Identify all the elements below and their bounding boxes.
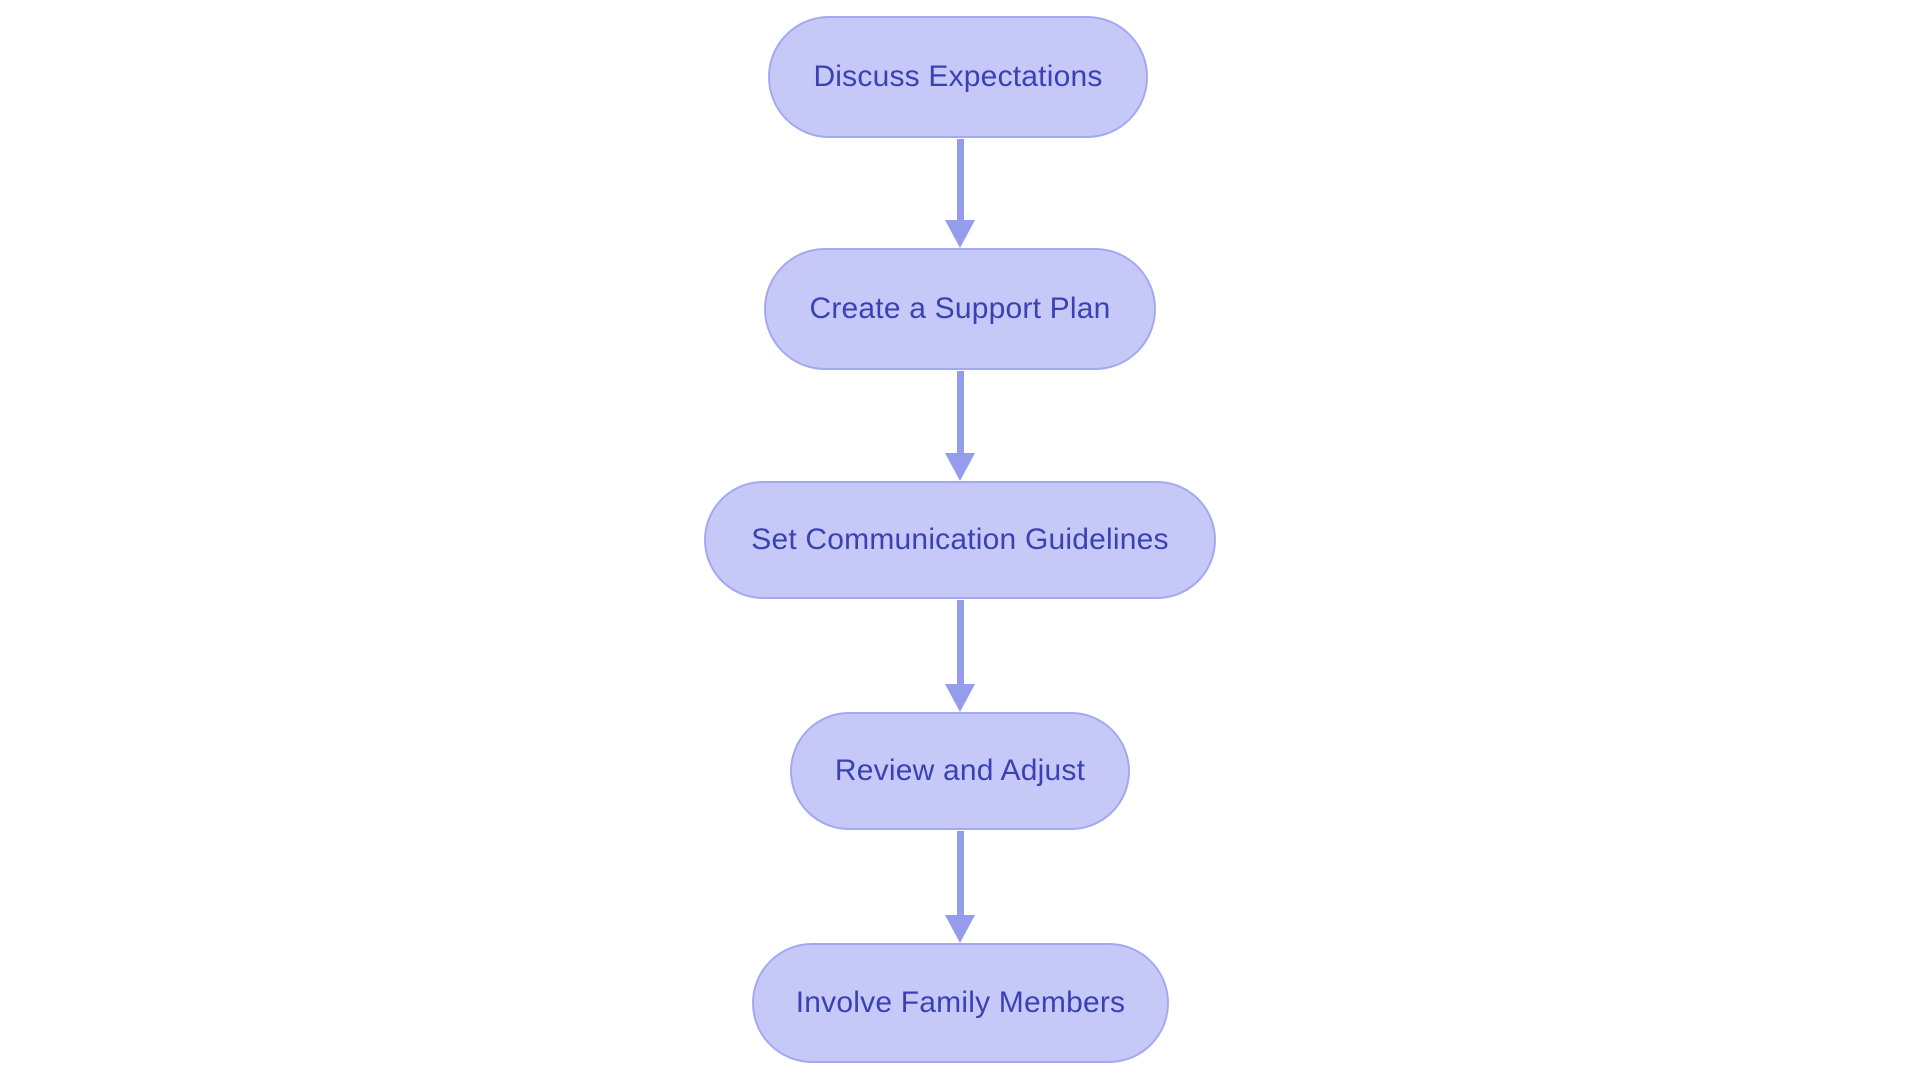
flow-arrow-4 (945, 831, 975, 943)
flow-node-create-a-support-plan: Create a Support Plan (764, 248, 1156, 370)
arrow-stem (956, 600, 964, 684)
arrow-head-icon (945, 220, 975, 248)
flow-arrow-2 (945, 371, 975, 481)
arrow-stem (956, 371, 964, 453)
flow-arrow-1 (945, 139, 975, 248)
arrow-stem (956, 831, 964, 915)
flow-node-label: Discuss Expectations (813, 60, 1103, 93)
flow-arrow-3 (945, 600, 975, 712)
flow-node-label: Create a Support Plan (809, 292, 1111, 325)
arrow-head-icon (945, 453, 975, 481)
flow-node-review-and-adjust: Review and Adjust (790, 712, 1130, 830)
flow-node-involve-family-members: Involve Family Members (752, 943, 1169, 1063)
flow-node-label: Set Communication Guidelines (751, 523, 1169, 556)
arrow-head-icon (945, 684, 975, 712)
flow-node-set-communication-guidelines: Set Communication Guidelines (704, 481, 1216, 599)
flow-node-discuss-expectations: Discuss Expectations (768, 16, 1148, 138)
arrow-head-icon (945, 915, 975, 943)
flow-node-label: Involve Family Members (795, 986, 1126, 1019)
arrow-stem (956, 139, 964, 220)
flow-node-label: Review and Adjust (834, 754, 1086, 787)
